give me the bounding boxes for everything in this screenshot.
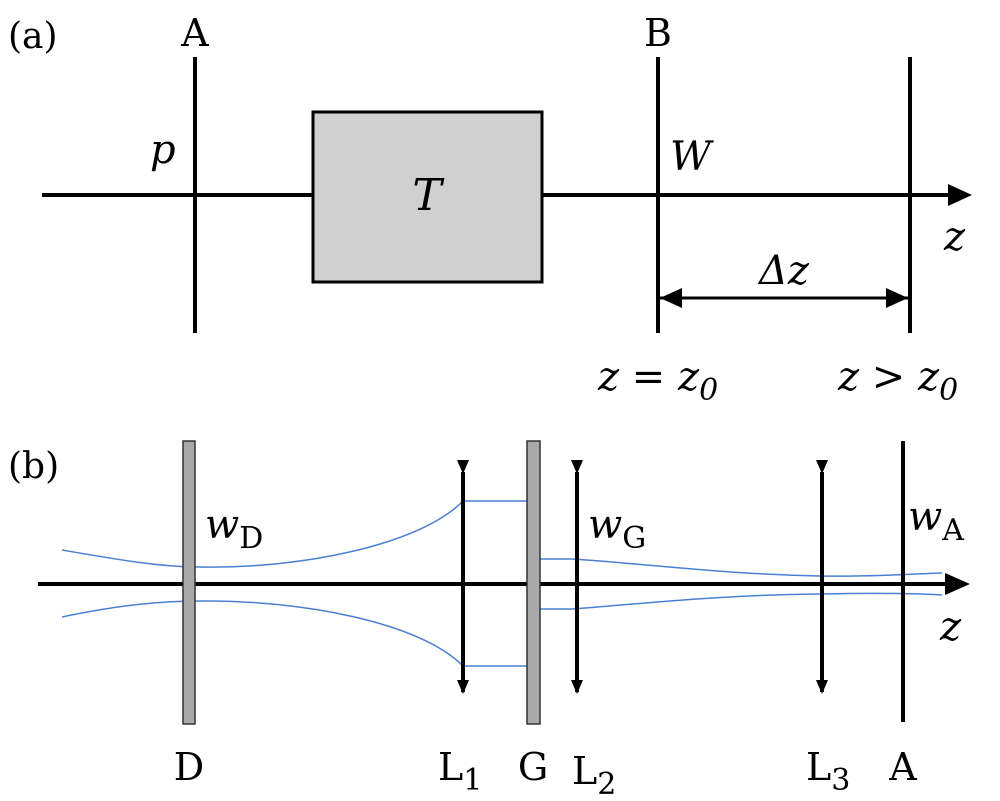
plane-b-label: B	[644, 11, 672, 55]
panel-a-axis-label: z	[943, 214, 966, 260]
delta-z-label: Δz	[757, 248, 810, 294]
panel-b-axis-label: z	[939, 604, 962, 650]
lens-l2-label: L2	[572, 749, 616, 801]
panel-a-axis-arrowhead	[948, 184, 972, 206]
beam-lower-edge-1	[61, 600, 527, 667]
lens-l1-label: L1	[438, 745, 482, 798]
condition-z-equals-z0: z = z0	[597, 354, 718, 408]
plate-g-label: G	[518, 745, 548, 789]
delta-z-right-arrowhead	[886, 288, 908, 308]
waist-w-d: wD	[205, 502, 263, 556]
beam-lower-edge-2	[540, 592, 943, 610]
lens-l3-label: L3	[806, 745, 850, 798]
panel-b-label: (b)	[8, 446, 59, 487]
system-box-t	[311, 110, 544, 284]
plate-d	[182, 440, 196, 725]
panel-b-axis-arrowhead	[945, 573, 970, 595]
condition-z-greater-z0: z > z0	[837, 354, 958, 408]
beam-upper-edge-2	[540, 558, 943, 577]
panel-a-label: (a)	[8, 16, 58, 57]
plane-a-b-label: A	[888, 745, 917, 789]
plane-a-label: A	[180, 11, 209, 55]
delta-z-left-arrowhead	[660, 288, 682, 308]
plate-d-label: D	[174, 745, 204, 789]
waist-w-g: wG	[588, 502, 646, 556]
panel-a: (a) z A p T B W Δz z = z0 z > z0	[8, 11, 972, 408]
output-symbol-w: W	[670, 134, 714, 180]
input-symbol-p: p	[150, 127, 176, 173]
waist-w-a: wA	[908, 494, 964, 548]
system-box-label: T	[412, 170, 445, 221]
plate-g	[526, 440, 541, 725]
panel-b: (b) z D wD L1 G L2 wG L3 A wA	[8, 440, 970, 801]
beam-upper-edge-1	[61, 500, 527, 568]
